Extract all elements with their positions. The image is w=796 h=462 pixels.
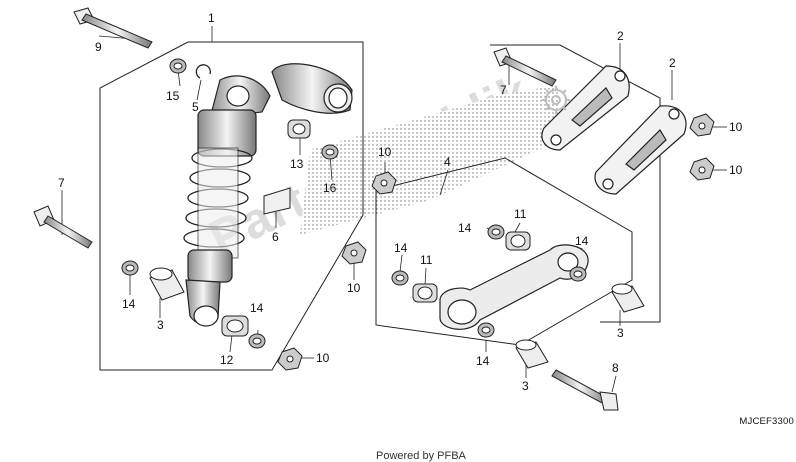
callout-12: 12 <box>220 353 234 367</box>
seal-15 <box>169 58 187 74</box>
callout-2-b: 2 <box>669 56 676 70</box>
bracket-2a <box>541 65 630 151</box>
collar-3-c <box>515 339 549 369</box>
footer-text: Powered by PFBA <box>376 450 466 462</box>
bearing-12 <box>221 315 249 337</box>
callout-5: 5 <box>192 100 199 114</box>
seals <box>121 58 587 349</box>
bearing-11-b <box>412 283 438 303</box>
nut-10-e <box>277 347 303 371</box>
bushing-13 <box>287 119 311 139</box>
callout-3-c: 3 <box>522 379 529 393</box>
callout-16: 16 <box>323 181 337 195</box>
callout-6: 6 <box>272 230 279 244</box>
collar-3-a <box>149 267 185 301</box>
nut-10-d <box>341 241 367 265</box>
callout-3-a: 3 <box>157 318 164 332</box>
callout-14-b: 14 <box>250 301 264 315</box>
callout-14-e: 14 <box>575 234 589 248</box>
seal-14-a <box>121 260 139 276</box>
callout-10-e: 10 <box>316 351 330 365</box>
callout-10-b: 10 <box>729 163 743 177</box>
shock-absorber-1 <box>183 63 353 327</box>
callout-11-a: 11 <box>514 207 527 221</box>
bolt-7-left <box>33 205 93 249</box>
nut-10-c <box>371 171 397 195</box>
seal-16 <box>321 144 339 160</box>
seal-14-e <box>569 266 587 282</box>
callout-14-c: 14 <box>458 221 472 235</box>
callout-14-a: 14 <box>122 297 136 311</box>
callout-numbers: 1 2 2 3 3 3 4 5 6 7 7 8 9 10 10 10 10 10… <box>58 11 743 393</box>
seal-14-f <box>477 322 495 338</box>
callout-10-d: 10 <box>347 281 361 295</box>
bolt-7-right <box>493 47 557 87</box>
callout-15: 15 <box>166 89 180 103</box>
collar-3-b <box>611 283 645 313</box>
seal-14-d <box>391 270 409 286</box>
callout-4: 4 <box>444 155 451 169</box>
nut-10-b <box>689 157 715 181</box>
bearing-11-a <box>505 231 531 251</box>
callout-10-a: 10 <box>729 120 743 134</box>
callout-13: 13 <box>290 157 304 171</box>
callout-8: 8 <box>612 361 619 375</box>
callout-14-f: 14 <box>476 354 490 368</box>
callout-11-b: 11 <box>420 253 433 267</box>
callout-3-b: 3 <box>617 326 624 340</box>
nut-10-a <box>689 113 715 137</box>
group-outlines <box>99 41 661 371</box>
link-arm <box>439 244 589 330</box>
callout-1: 1 <box>208 11 215 25</box>
callout-7-right: 7 <box>500 83 507 97</box>
callout-7-left: 7 <box>58 176 65 190</box>
label-sticker-6 <box>263 187 291 215</box>
circlip-5 <box>195 64 211 79</box>
stipple-shading <box>300 85 560 235</box>
callout-2-a: 2 <box>617 29 624 43</box>
part-code-label: MJCEF3300 <box>739 416 794 427</box>
seal-14-b <box>248 333 266 349</box>
bolt-9 <box>73 7 153 49</box>
bolt-8 <box>551 369 619 411</box>
callout-9: 9 <box>95 40 102 54</box>
callout-14-d: 14 <box>394 241 408 255</box>
gear-icon <box>542 86 570 114</box>
bracket-2b <box>594 105 687 195</box>
seal-14-c <box>487 224 505 240</box>
callout-10-c: 10 <box>378 145 392 159</box>
